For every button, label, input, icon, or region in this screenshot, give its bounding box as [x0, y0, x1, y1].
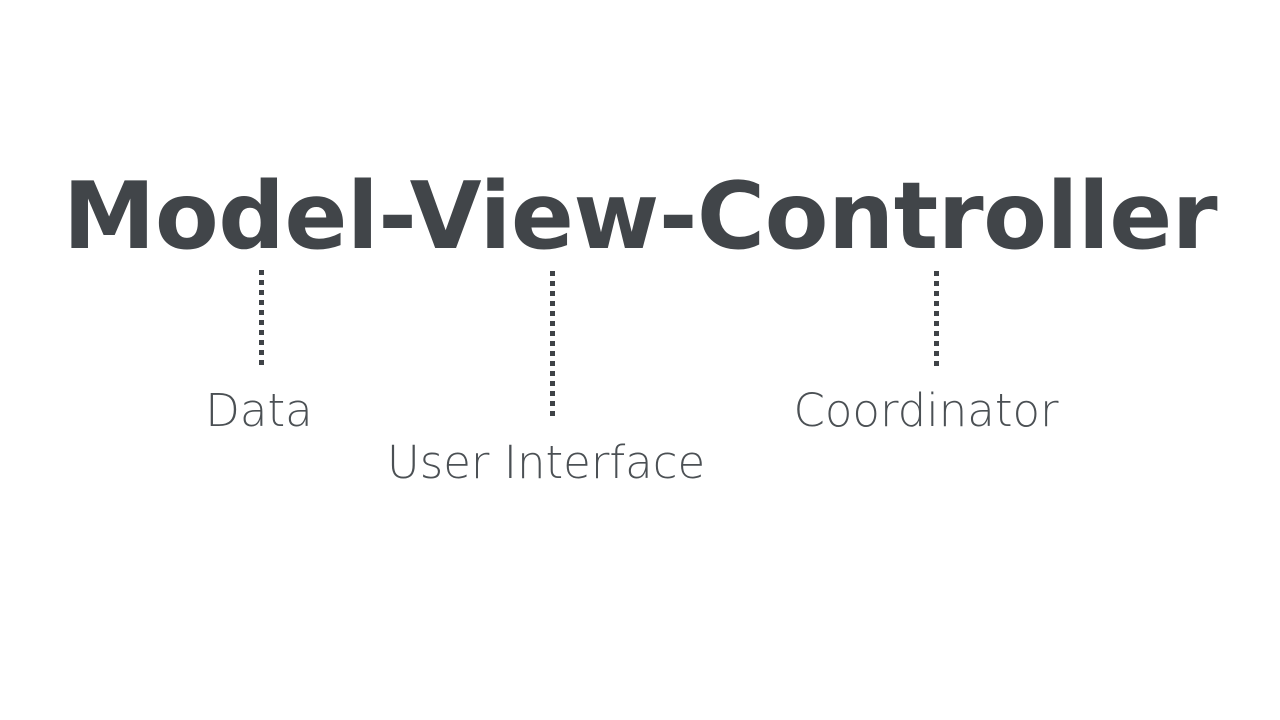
caption-controller: Coordinator	[793, 384, 1059, 437]
connector-line-controller-icon	[934, 271, 939, 367]
caption-model: Data	[205, 384, 313, 437]
page-title: Model-View-Controller	[62, 162, 1218, 270]
caption-view: User Interface	[386, 436, 706, 489]
connector-line-view-icon	[550, 271, 555, 419]
connector-line-model-icon	[259, 270, 264, 366]
